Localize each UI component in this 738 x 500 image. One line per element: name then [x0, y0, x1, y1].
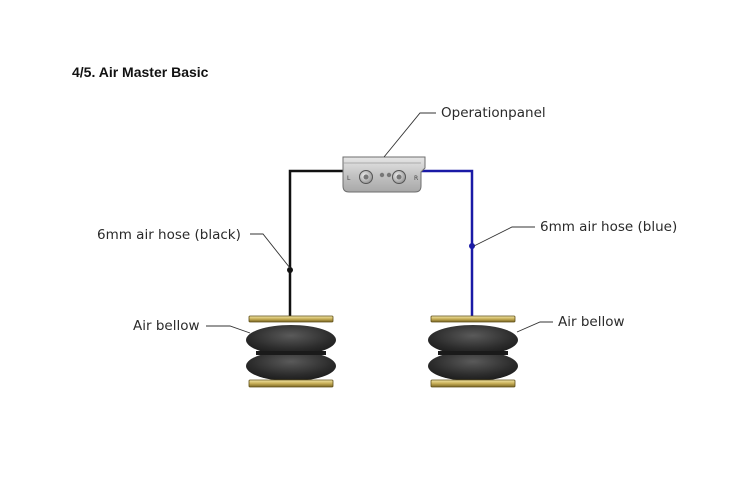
leader-bellow-left — [206, 325, 251, 334]
label-hose-black: 6mm air hose (black) — [97, 227, 241, 243]
leader-operation-panel — [383, 112, 436, 158]
left-valve-icon — [379, 172, 385, 178]
leader-hose-black — [250, 233, 291, 269]
label-hose-blue: 6mm air hose (blue) — [540, 219, 677, 235]
right-valve-icon — [386, 172, 392, 178]
leader-hose-blue — [473, 226, 535, 247]
hose-black-marker — [287, 267, 293, 273]
label-bellow-right: Air bellow — [558, 314, 625, 330]
hose-blue-marker — [469, 243, 475, 249]
port-right-mark: R — [414, 175, 418, 182]
air-bellow-right — [428, 315, 518, 388]
air-bellow-left — [246, 315, 336, 388]
label-operation-panel: Operationpanel — [441, 105, 546, 121]
diagram-title: 4/5. Air Master Basic — [72, 64, 209, 80]
hose-black — [288, 169, 343, 320]
operation-panel: L R — [342, 156, 426, 193]
port-left-mark: L — [347, 175, 351, 182]
hose-blue — [421, 169, 474, 320]
leader-bellow-right — [516, 321, 553, 333]
label-bellow-left: Air bellow — [133, 318, 200, 334]
